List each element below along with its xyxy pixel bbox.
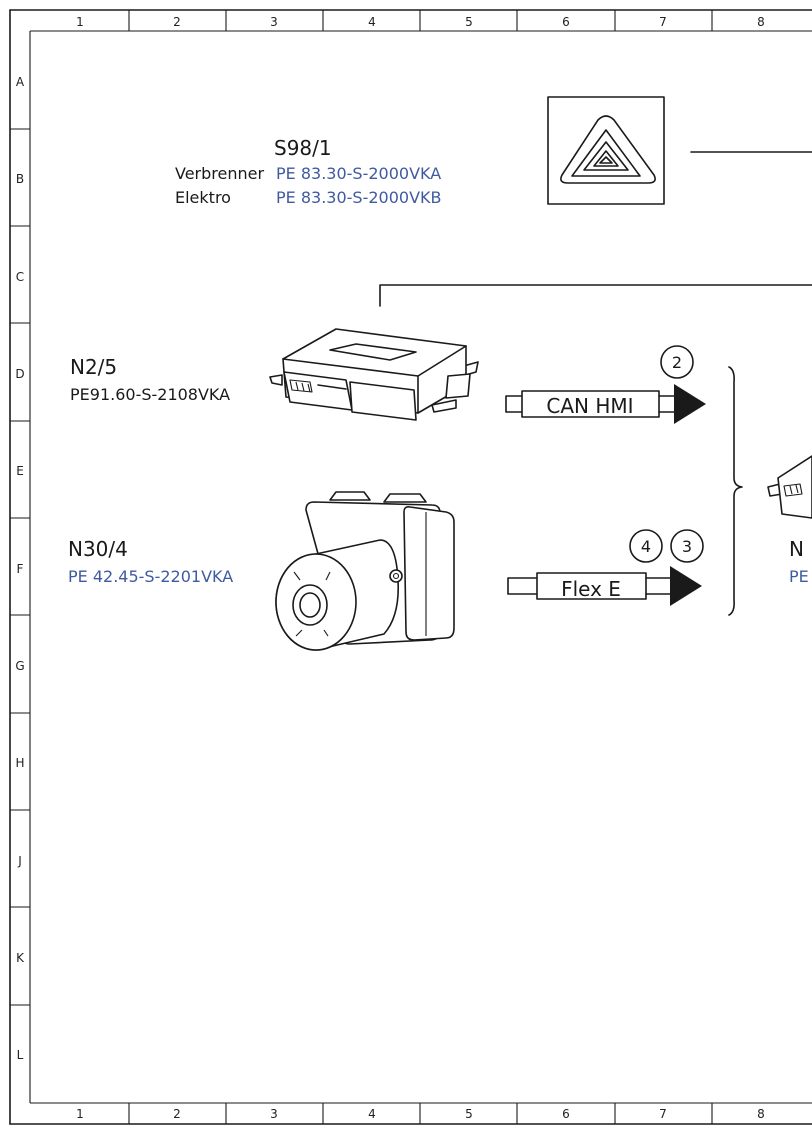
partial-control-unit-icon: [767, 455, 812, 519]
s98-1-variant-label: Elektro: [175, 188, 231, 207]
s98-1-variant-label: Verbrenner: [175, 164, 264, 183]
ref-circle: [629, 529, 663, 563]
row-label: H: [15, 756, 24, 770]
row-label: J: [17, 854, 22, 868]
row-label: B: [16, 172, 24, 186]
row-label: F: [17, 562, 24, 576]
col-label: 6: [562, 1107, 570, 1121]
col-label: 7: [659, 1107, 667, 1121]
column-labels-bottom: 1 2 3 4 5 6 7 8: [76, 1107, 765, 1121]
n30-4-code: N30/4: [68, 537, 128, 561]
bus-line: [379, 284, 812, 307]
flex-e-connection: Flex E 4 3: [507, 529, 704, 606]
flex-e-label: Flex E: [561, 577, 621, 601]
can-hmi-label: CAN HMI: [546, 394, 633, 418]
col-label: 5: [465, 15, 473, 29]
n2-5-code: N2/5: [70, 355, 117, 379]
ref-number: 4: [641, 537, 651, 556]
group-brace: [728, 366, 743, 616]
col-label: 6: [562, 15, 570, 29]
col-label: 2: [173, 15, 181, 29]
s98-1-variant-part: PE 83.30-S-2000VKB: [276, 188, 441, 207]
arrow-head: [670, 566, 702, 606]
can-hmi-connection: CAN HMI 2: [505, 345, 706, 424]
col-label: 8: [757, 15, 765, 29]
n30-4-component: N30/4 PE 42.45-S-2201VKA: [68, 491, 455, 651]
n2-5-part: PE91.60-S-2108VKA: [70, 385, 230, 404]
s98-1-code: S98/1: [274, 136, 332, 160]
partial-code: N: [789, 537, 804, 561]
hazard-warning-icon: [547, 96, 665, 205]
row-label: D: [15, 367, 24, 381]
s98-1-variant-part: PE 83.30-S-2000VKA: [276, 164, 441, 183]
n30-4-part: PE 42.45-S-2201VKA: [68, 567, 233, 586]
col-label: 4: [368, 1107, 376, 1121]
s98-1-component: S98/1 Verbrenner PE 83.30-S-2000VKA Elek…: [175, 96, 812, 207]
partial-part: PE: [789, 567, 809, 586]
column-labels-top: 1 2 3 4 5 6 7 8: [76, 15, 765, 29]
col-label: 1: [76, 15, 84, 29]
row-label: L: [17, 1048, 24, 1062]
control-unit-icon: [269, 328, 479, 421]
col-label: 5: [465, 1107, 473, 1121]
ref-circle: [670, 529, 704, 563]
arrow-head: [674, 384, 706, 424]
col-label: 7: [659, 15, 667, 29]
n2-5-component: N2/5 PE91.60-S-2108VKA: [70, 328, 479, 421]
esp-unit-icon: [275, 491, 455, 651]
col-label: 3: [270, 15, 278, 29]
row-label: A: [16, 75, 25, 89]
row-label: E: [16, 464, 24, 478]
ref-number: 2: [672, 353, 682, 372]
row-label: G: [15, 659, 24, 673]
partial-component: N PE: [767, 455, 812, 586]
row-label: C: [16, 270, 24, 284]
row-label: K: [16, 951, 25, 965]
ref-number: 3: [682, 537, 692, 556]
col-label: 8: [757, 1107, 765, 1121]
ref-circle: [660, 345, 694, 379]
col-label: 4: [368, 15, 376, 29]
row-labels: A B C D E F G H J K L: [15, 75, 25, 1062]
col-label: 3: [270, 1107, 278, 1121]
col-label: 1: [76, 1107, 84, 1121]
drawing-frame: [9, 9, 812, 1125]
col-label: 2: [173, 1107, 181, 1121]
